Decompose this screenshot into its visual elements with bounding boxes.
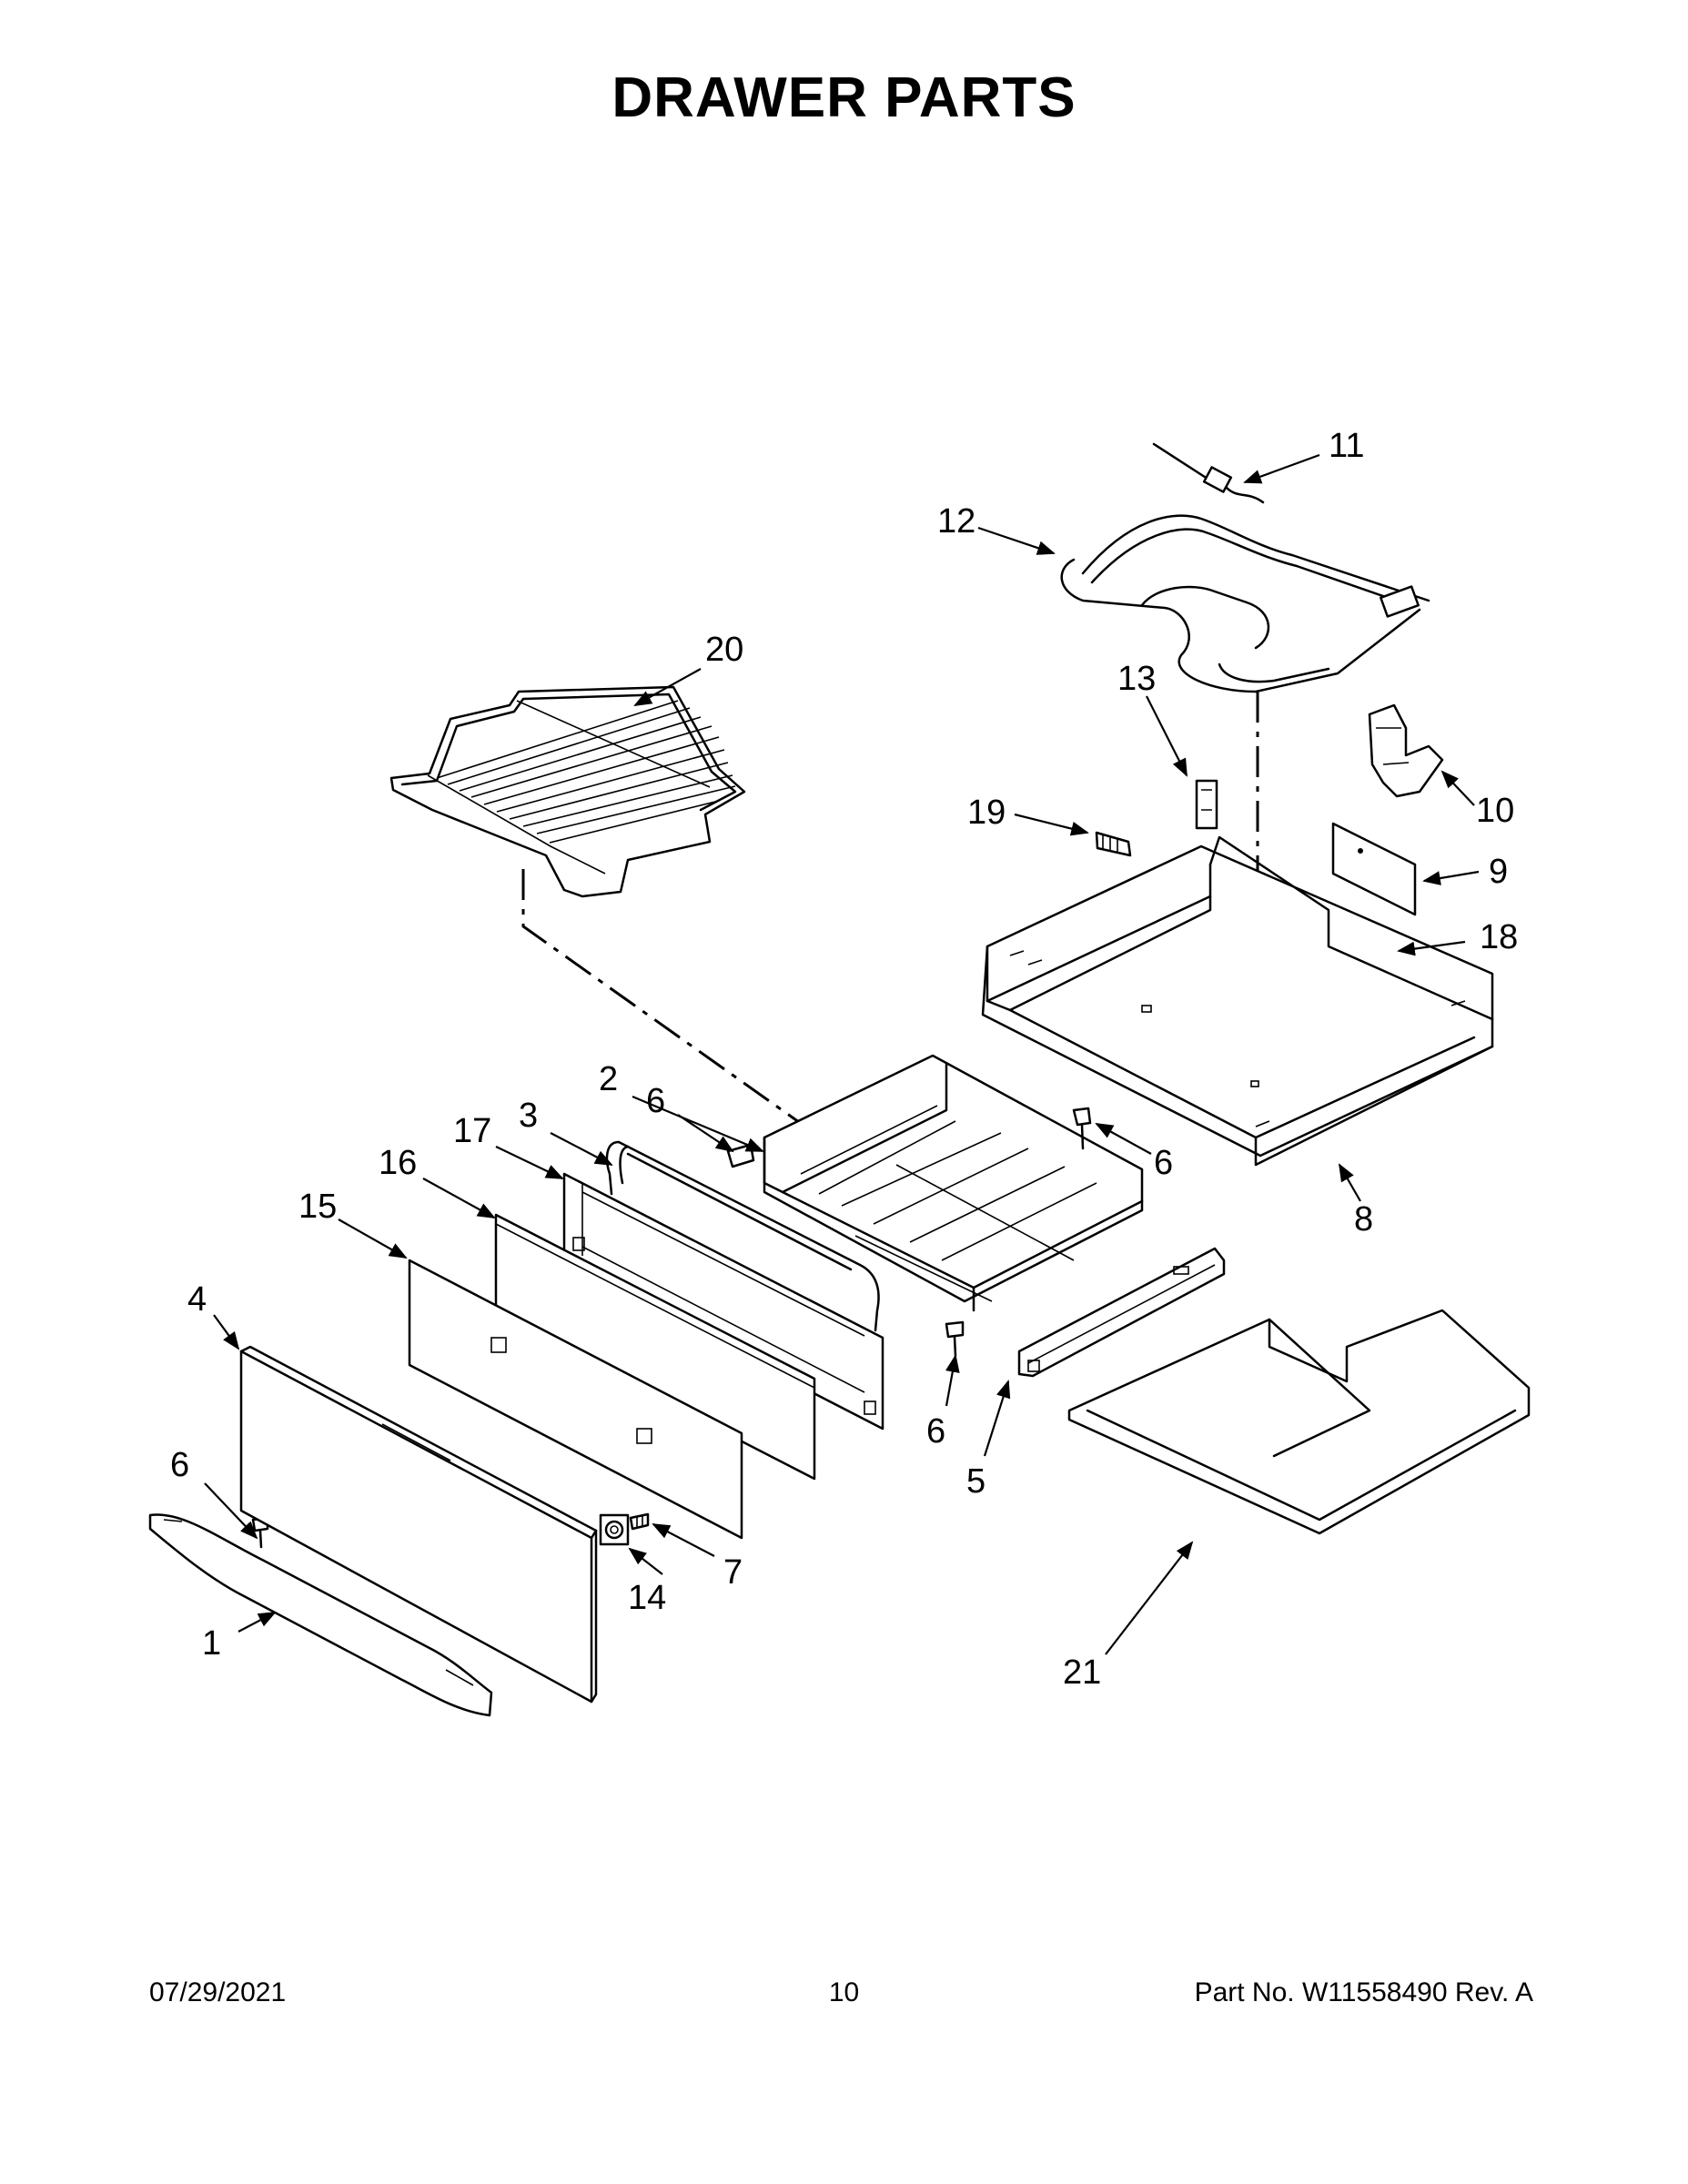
part-panel-17 [562,1172,884,1431]
callout-14: 14 [628,1579,666,1617]
callout-12: 12 [937,502,975,541]
callout-6-handle: 6 [170,1446,189,1484]
part-screw-6-slide [945,1320,965,1358]
callout-6-drawer: 6 [646,1082,665,1120]
part-drawer-housing [981,835,1494,1167]
callout-leaders [204,453,1480,1655]
part-oven-rack [389,685,746,898]
rack-centerline [521,869,848,1201]
footer-page-number: 10 [828,1977,860,2007]
footer-date: 07/29/2021 [149,1977,287,2007]
part-screw-6-drawer [726,1143,755,1168]
callout-11: 11 [1329,427,1364,465]
part-screw-6-slide-top [1072,1107,1092,1150]
part-bracket-13 [1195,779,1218,830]
callout-21: 21 [1063,1653,1101,1692]
callout-10: 10 [1476,792,1514,830]
footer-part-number: Part No. W11558490 Rev. A [1194,1977,1533,2007]
callout-18: 18 [1480,918,1518,956]
callout-6-slide: 6 [926,1412,945,1451]
callout-4: 4 [187,1280,207,1319]
part-plate-9 [1331,822,1417,916]
callout-1: 1 [202,1624,221,1663]
part-drawer-front [239,1345,598,1704]
part-drawer-pan [763,1054,1144,1312]
callout-8: 8 [1354,1200,1373,1239]
part-screw-19 [1095,831,1132,857]
part-panel-15 [408,1259,743,1540]
callout-15: 15 [298,1188,337,1226]
part-sensor [1152,442,1265,504]
callout-3: 3 [519,1097,538,1135]
part-panel-16 [494,1213,816,1481]
callout-6-slide-top: 6 [1154,1144,1173,1182]
part-drawer-liner [1067,1309,1531,1535]
callout-7: 7 [723,1553,743,1592]
part-bake-element [1060,514,1430,693]
callout-16: 16 [379,1144,417,1182]
callout-20: 20 [705,631,743,669]
callout-2: 2 [599,1060,618,1098]
part-bracket-10 [1368,703,1444,798]
callout-9: 9 [1489,853,1508,891]
callout-19: 19 [967,794,1006,832]
callout-labels: 1 2 3 4 5 6 6 6 6 7 8 9 10 11 12 13 14 1… [170,427,1518,1692]
page-title: DRAWER PARTS [612,66,1076,129]
callout-13: 13 [1117,660,1156,698]
part-screw-7 [629,1512,650,1531]
part-slide-rail [1017,1247,1226,1378]
callout-5: 5 [966,1462,986,1501]
part-handle [148,1513,493,1717]
part-grommet-14 [599,1513,630,1546]
callout-17: 17 [453,1112,491,1150]
